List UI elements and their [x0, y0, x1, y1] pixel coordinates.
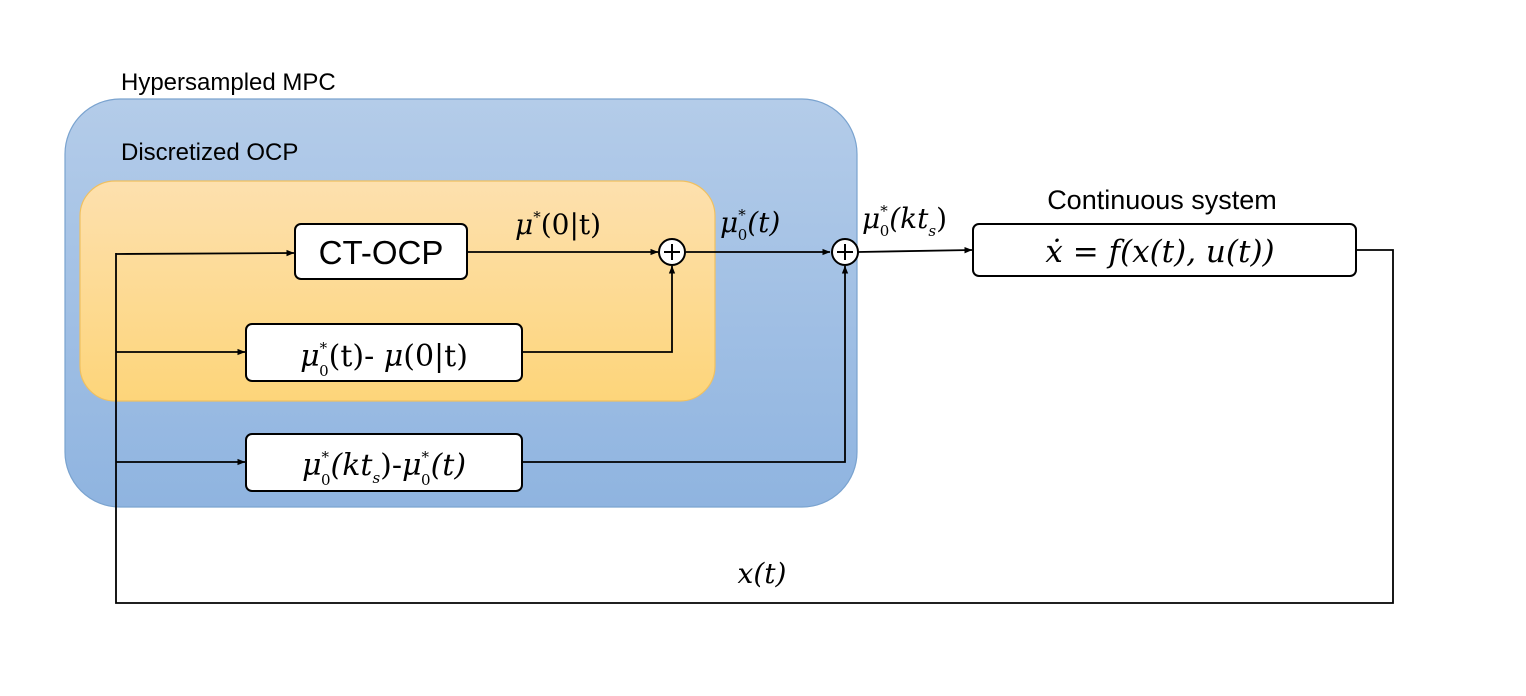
- feedback-wire: [115, 249, 1394, 604]
- wire-correction2-to-sum2: [522, 265, 849, 463]
- feedback-label: x(t): [738, 557, 787, 590]
- wire-correction1-to-sum1: [522, 265, 676, 353]
- plant-equation: ẋ = f(x(t), u(t)): [1045, 234, 1274, 270]
- summing-junction-2-icon: [831, 238, 859, 266]
- signal-ocp-output-label: μ*(0|t): [515, 208, 601, 241]
- plant-block: [972, 223, 1357, 277]
- signal-sum1-output-label: μ*0(t): [720, 206, 780, 244]
- signal-sum2-output-label: μ*0(kts): [862, 202, 947, 240]
- ct-ocp-label: CT-OCP: [319, 234, 444, 271]
- discretized-ocp-region: [79, 180, 716, 402]
- correction-1-label: μ*0(t)- μ(0|t): [300, 339, 468, 380]
- wire-sum2-to-plant: [857, 246, 973, 254]
- summing-junction-1-icon: [658, 238, 686, 266]
- correction-2-label: μ*0(kts)-μ*0(t): [302, 448, 466, 489]
- wire-to-ct-ocp: [115, 249, 295, 257]
- inner-region-label: Discretized OCP: [121, 139, 298, 166]
- outer-region-label: Hypersampled MPC: [121, 69, 336, 96]
- plant-title: Continuous system: [1047, 185, 1277, 215]
